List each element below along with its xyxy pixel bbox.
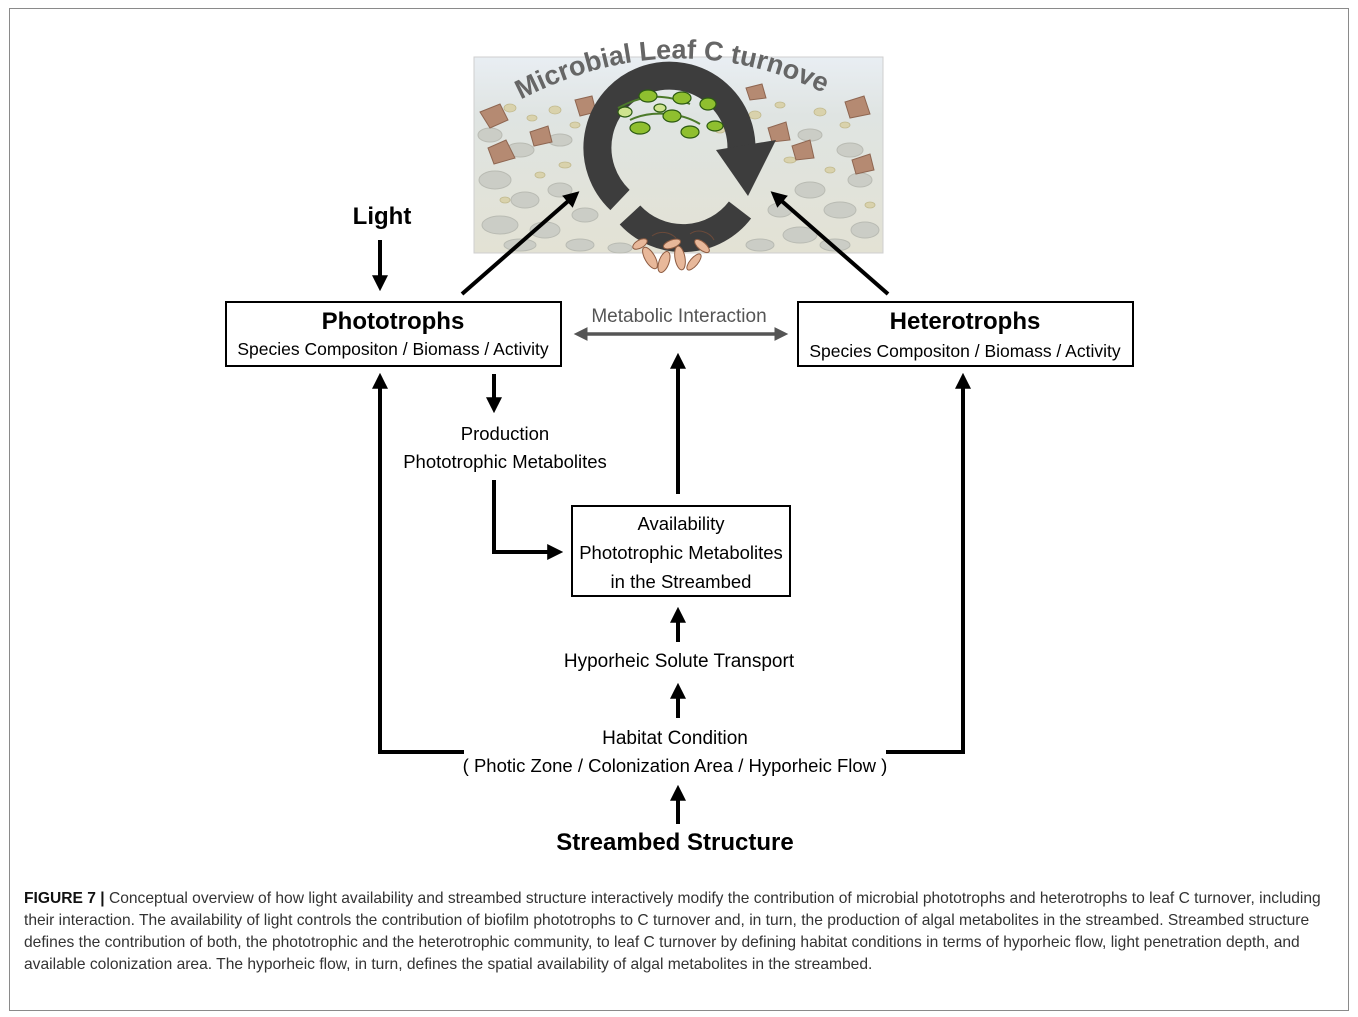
production-to-availability-arrow [492,480,564,560]
algae-cluster [617,89,724,139]
availability-box: Availability Phototrophic Metabolites in… [571,505,791,597]
caption-label: FIGURE 7 | [24,890,109,907]
availability-line1: Availability [637,513,725,534]
turnover-cycle-arrow [583,61,756,211]
availability-line2: Phototrophic Metabolites [579,542,783,563]
concept-diagram: Microbial Leaf C turnover Light Phototro… [0,0,1134,856]
gravel-pebbles [477,127,880,254]
habitat-to-phototrophs-arrow [372,372,464,754]
caption-text: Conceptual overview of how light availab… [24,890,1321,973]
phototrophs-box: Phototrophs Species Compositon / Biomass… [225,301,562,367]
leaf-litter-pieces [479,83,875,175]
production-line1: Production [461,423,549,444]
light-label: Light [353,203,412,230]
cycle-arrowhead [716,140,776,196]
production-line2: Phototrophic Metabolites [403,451,607,472]
heterotrophs-to-turnover-arrow [770,191,890,296]
phototrophs-subtitle: Species Compositon / Biomass / Activity [237,339,548,359]
solute-transport-label: Hyporheic Solute Transport [564,651,795,672]
heterotrophs-subtitle: Species Compositon / Biomass / Activity [809,341,1120,361]
phototrophs-title: Phototrophs [322,308,465,335]
figure-caption: FIGURE 7 | Conceptual overview of how li… [24,888,1339,976]
heterotrophs-title: Heterotrophs [890,308,1041,335]
habitat-to-heterotrophs-arrow [886,372,971,754]
phototrophs-to-turnover-arrow [460,191,580,296]
habitat-line1: Habitat Condition [602,728,748,749]
microbe-cluster [632,230,715,273]
streambed-structure-label: Streambed Structure [556,829,793,856]
heterotrophs-box: Heterotrophs Species Compositon / Biomas… [797,301,1134,367]
metabolic-interaction-label: Metabolic Interaction [591,306,766,327]
figure-frame [9,8,1349,1011]
streambed-illustration: Microbial Leaf C turnover [0,0,884,273]
habitat-line2: ( Photic Zone / Colonization Area / Hypo… [463,755,888,776]
availability-line3: in the Streambed [611,571,752,592]
